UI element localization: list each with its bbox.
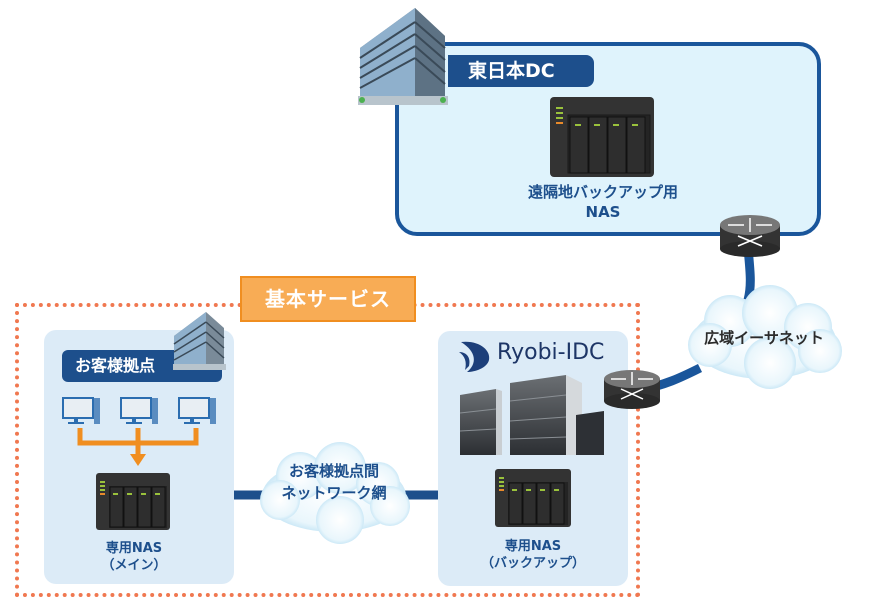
- ryobi-logo-icon: [459, 341, 490, 372]
- dc-nas-label-line1: 遠隔地バックアップ用: [527, 183, 678, 201]
- ryobi-nas-label-line2: （バックアップ）: [480, 555, 585, 571]
- wide-area-label: 広域イーサネット: [704, 329, 824, 347]
- east-dc-title: 東日本DC: [448, 55, 594, 87]
- ryobi-idc-panel: [438, 331, 628, 586]
- dc-nas-label: 遠隔地バックアップ用 NAS: [490, 183, 716, 222]
- pc-icon: [62, 397, 100, 424]
- nas-device-icon: [550, 97, 654, 177]
- basic-service-title: 基本サービス: [240, 276, 416, 322]
- arrow-down-icon: [130, 454, 146, 466]
- ryobi-nas-label: 専用NAS （バックアップ）: [463, 539, 603, 573]
- nas-device-icon: [495, 469, 571, 527]
- dc-nas-label-line2: NAS: [585, 202, 621, 221]
- inter-site-network-line2: ネットワーク網: [281, 483, 387, 502]
- router-icon: [604, 370, 660, 409]
- aggregation-arrow: [77, 428, 199, 454]
- wide-area-cloud-icon: [688, 285, 842, 389]
- router-icon: [720, 215, 780, 257]
- customer-nas-label: 専用NAS （メイン）: [64, 541, 204, 575]
- datacenter-servers-icon: [459, 375, 604, 455]
- inter-site-cloud-icon: [260, 442, 410, 544]
- customer-nas-label-line2: （メイン）: [101, 557, 167, 573]
- office-building-icon: [358, 8, 448, 105]
- pc-icon: [178, 397, 216, 424]
- customer-nas-label-line1: 専用NAS: [105, 541, 163, 556]
- inter-site-network-line1: お客様拠点間: [288, 462, 379, 480]
- pc-group: [62, 397, 216, 466]
- inter-site-network-label: お客様拠点間 ネットワーク網: [254, 461, 414, 505]
- customer-building-icon: [173, 312, 226, 370]
- ryobi-idc-logo-text: Ryobi-IDC: [497, 340, 605, 365]
- pc-icon: [120, 397, 158, 424]
- nas-device-icon: [96, 473, 170, 530]
- ryobi-nas-label-line1: 専用NAS: [504, 539, 562, 554]
